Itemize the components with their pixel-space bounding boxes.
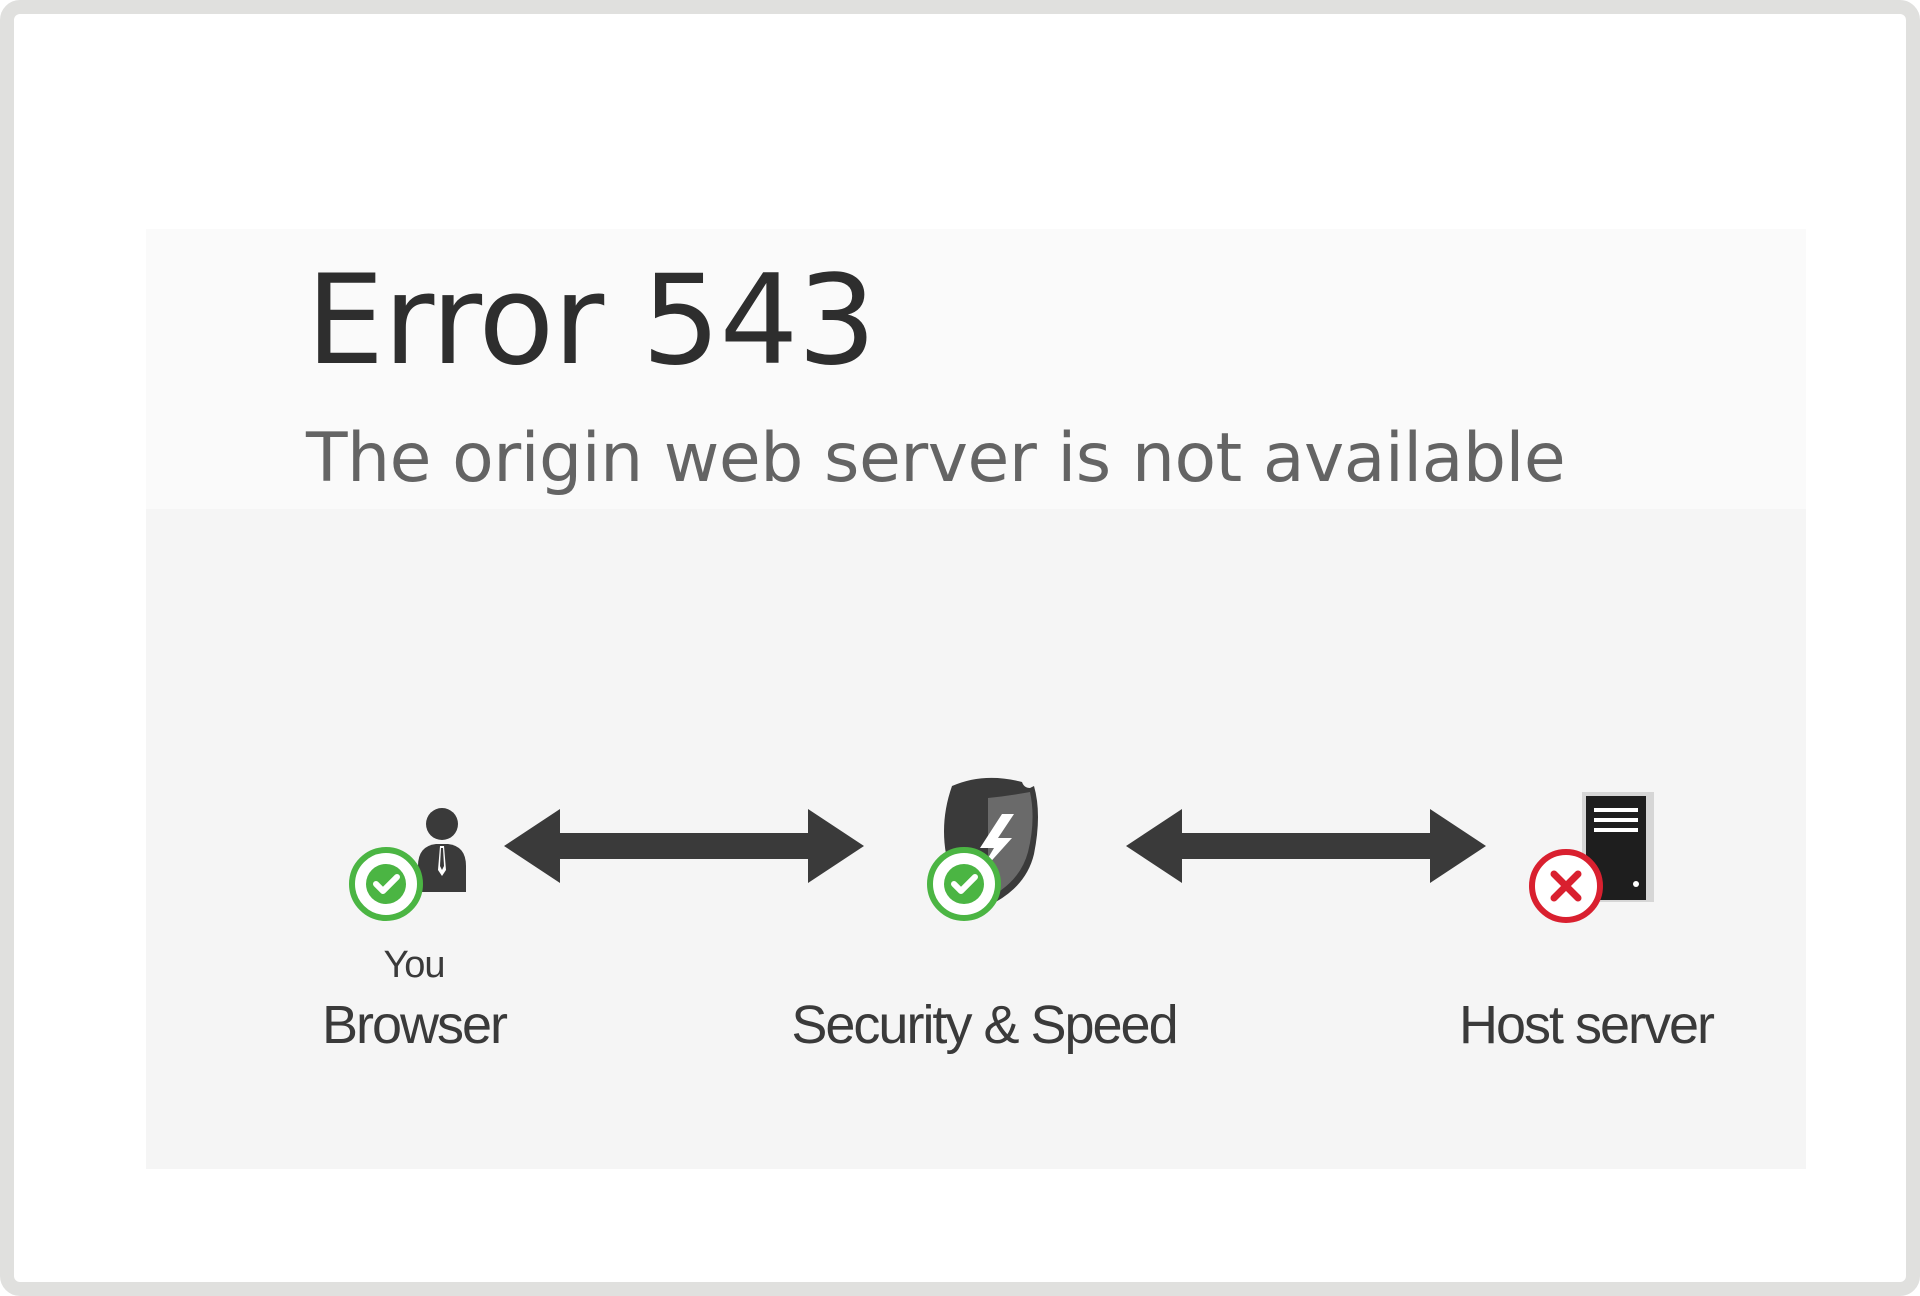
node-host-server: Host server	[1376, 774, 1796, 1074]
node-browser-sublabel: You	[383, 944, 445, 986]
double-arrow-icon	[1126, 809, 1486, 883]
browser-icon-group	[314, 774, 514, 934]
security-icon-group	[884, 774, 1084, 934]
error-header-panel	[146, 229, 1806, 509]
node-browser-label: Browser	[321, 995, 508, 1055]
error-title: Error 543	[306, 249, 876, 393]
node-browser: You Browser	[204, 774, 624, 1074]
double-arrow-icon	[504, 809, 864, 883]
person-icon	[418, 808, 466, 892]
error-subtitle: The origin web server is not available	[306, 419, 1566, 498]
check-circle-icon	[349, 847, 423, 921]
server-icon-group	[1486, 774, 1686, 934]
node-security-label: Security & Speed	[791, 995, 1178, 1055]
node-security: Security & Speed	[774, 774, 1194, 1074]
node-host-server-label: Host server	[1458, 995, 1715, 1055]
x-circle-icon	[1529, 849, 1603, 923]
check-circle-icon	[927, 847, 1001, 921]
